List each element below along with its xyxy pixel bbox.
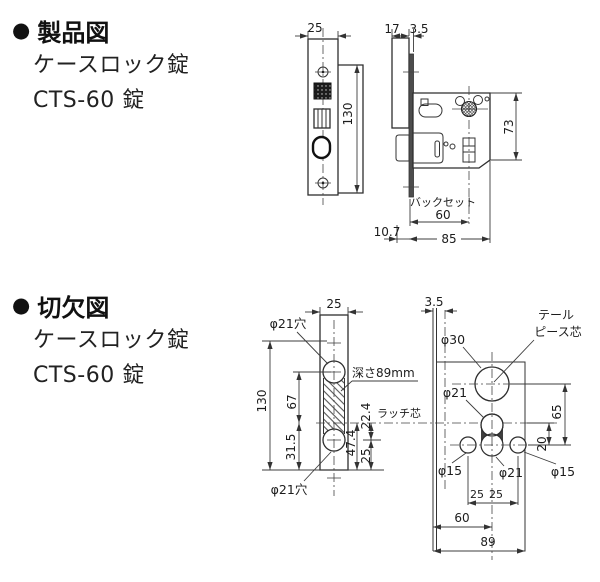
case-hole [473,95,483,105]
product-section-title: 製品図 [37,19,110,47]
dim-case-depth: 10.7 85 [374,161,491,246]
svg-text:130: 130 [341,103,355,126]
svg-text:85: 85 [441,232,456,246]
svg-text:25: 25 [326,297,341,311]
svg-text:25: 25 [470,488,484,501]
product-side-view: 17 3.5 73 バックセット 60 [374,22,522,246]
key-slot-notch [420,98,429,106]
dim-case-height: 73 [490,92,522,161]
latch-housing [413,132,444,164]
svg-text:22.4: 22.4 [359,403,373,430]
svg-text:φ30: φ30 [441,332,465,347]
svg-text:25: 25 [307,21,322,35]
dim-vertical-offsets: 65 20 [510,383,571,452]
svg-text:3.5: 3.5 [409,22,428,36]
cutout-edge-view: 25 130 67 31.5 47.4 22.4 [255,297,557,497]
latch-bolt-side [395,134,410,162]
tailpiece-label: テール ピース芯 [493,308,582,383]
dim-edge-width: 25 [305,297,363,315]
dim-backset-width: 60 89 [433,511,525,554]
dim-edge-offset: 3.5 [421,295,457,314]
dim-front-height: 130 [341,65,360,193]
svg-text:20: 20 [535,436,549,451]
svg-text:深さ89mm: 深さ89mm [352,366,415,380]
svg-text:25: 25 [489,488,503,501]
key-slot [418,103,443,118]
hole-labels: φ30 φ21 φ15 φ21 φ15 [438,332,575,480]
svg-text:47.4: 47.4 [344,430,358,457]
svg-text:17: 17 [384,22,399,36]
dim-hole-spacing: 25 25 [467,456,519,506]
dim-plate-width: 17 3.5 [384,22,429,52]
cutout-section-heading: ● 切欠図 [12,288,109,323]
product-section-subtitle-1: ケースロック錠 [33,53,190,78]
svg-text:ピース芯: ピース芯 [534,325,581,339]
dim-latch-offsets: 47.4 22.4 25 [344,403,381,470]
screw-top [315,66,331,78]
svg-text:25: 25 [359,448,373,463]
svg-text:67: 67 [285,394,299,409]
hole-label-top: φ21穴 [270,316,307,331]
dim-backset: バックセット 60 [409,196,476,226]
svg-text:89: 89 [480,535,495,549]
svg-text:73: 73 [502,119,516,134]
dim-edge-heights: 130 67 31.5 [255,340,384,471]
svg-text:65: 65 [550,404,564,419]
case-hole-small [484,96,490,102]
svg-text:10.7: 10.7 [374,225,401,239]
svg-text:60: 60 [435,208,450,222]
product-section-heading: ● 製品図 [12,13,109,48]
svg-text:φ15: φ15 [438,463,462,478]
cutout-section-title: 切欠図 [37,294,110,322]
dim-front-width: 25 [295,21,351,39]
product-section-subtitle-2: CTS-60 錠 [33,88,145,113]
screw-bottom [315,177,331,189]
cutout-section-subtitle-1: ケースロック錠 [33,328,190,353]
svg-text:3.5: 3.5 [424,295,443,309]
section-bullet-icon: ● [12,293,31,317]
svg-text:φ21: φ21 [499,465,523,480]
svg-text:130: 130 [255,390,269,413]
cutout-section-subtitle-2: CTS-60 錠 [33,363,145,388]
svg-text:バックセット: バックセット [410,196,476,209]
svg-text:φ15: φ15 [551,464,575,479]
cutout-face-view: 3.5 テール ピース芯 φ30 φ21 φ15 φ21 φ15 [421,295,582,560]
svg-text:φ21: φ21 [443,385,467,400]
hole-label-bottom: φ21穴 [271,482,308,497]
svg-text:31.5: 31.5 [284,434,298,461]
latch-bolt-front [313,108,331,129]
svg-text:60: 60 [454,511,469,525]
product-front-view: 25 130 [295,21,364,205]
case-hole [455,96,465,106]
dead-bolt-front [311,135,332,160]
section-bullet-icon: ● [12,18,31,42]
latch-axis-label: ラッチ芯 [377,406,421,420]
case-hole-small [443,141,449,147]
cylinder-hole [313,82,332,100]
case-hole-small [449,143,456,150]
depth-note: 深さ89mm [340,366,418,392]
mount-plate-side [391,37,410,129]
svg-text:テール: テール [538,308,574,322]
